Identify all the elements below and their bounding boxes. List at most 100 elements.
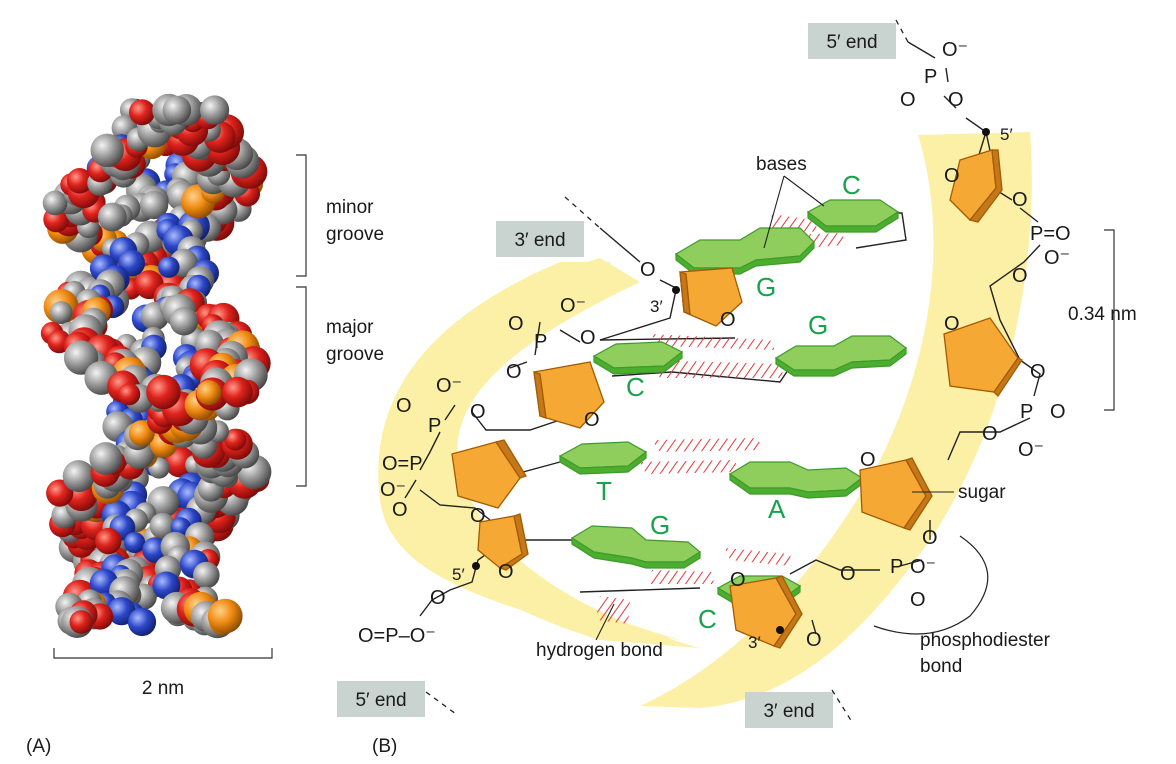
svg-text:O=P: O=P xyxy=(382,453,423,475)
atom-sphere xyxy=(200,95,230,125)
atom-sphere xyxy=(118,383,141,406)
atom-sphere xyxy=(50,301,73,324)
svg-text:O⁻: O⁻ xyxy=(1018,439,1044,461)
width-label: 2 nm xyxy=(142,678,184,699)
end-label-bottom-right: 3′ end xyxy=(745,692,833,728)
end-label-top-right: 5′ end xyxy=(808,23,896,59)
svg-text:P: P xyxy=(890,556,903,578)
atom-spheres xyxy=(40,93,272,639)
atom-sphere xyxy=(139,190,169,220)
base-c-top xyxy=(806,199,900,233)
svg-text:O: O xyxy=(720,309,736,331)
phosphodiester-label-line1: phosphodiester xyxy=(920,630,1051,651)
sugar-right-2 xyxy=(943,317,1023,398)
svg-text:P: P xyxy=(534,331,547,353)
backbone-bonds xyxy=(404,41,1041,635)
sugar-left-4 xyxy=(477,513,529,571)
rise-label: 0.34 nm xyxy=(1068,304,1137,325)
atom-sphere xyxy=(128,420,155,447)
svg-text:O: O xyxy=(806,629,822,651)
atom-sphere xyxy=(42,190,68,216)
base-g-upper xyxy=(674,227,815,275)
svg-text:O: O xyxy=(506,361,522,383)
three-prime-label-left: 3′ xyxy=(650,297,663,316)
atom-sphere xyxy=(193,561,220,589)
sugar-left-3 xyxy=(451,439,527,509)
svg-text:O⁻: O⁻ xyxy=(942,39,968,61)
svg-text:O: O xyxy=(640,259,656,281)
svg-text:P: P xyxy=(1020,401,1033,423)
panel-b-label: (B) xyxy=(372,736,397,757)
sugar-left-2 xyxy=(533,361,605,429)
svg-text:5′ end: 5′ end xyxy=(355,690,406,711)
svg-text:T: T xyxy=(596,476,612,506)
svg-text:O: O xyxy=(840,563,856,585)
atom-sphere xyxy=(129,99,155,126)
left-backbone-band-fill xyxy=(378,262,680,640)
svg-text:O⁻: O⁻ xyxy=(380,479,406,501)
svg-text:O: O xyxy=(1012,265,1028,287)
minor-groove-bracket xyxy=(296,154,307,277)
rise-bracket xyxy=(1104,229,1115,411)
width-bracket xyxy=(53,648,273,659)
hydrogen-bond-leader-line xyxy=(595,603,615,641)
atom-sphere xyxy=(89,442,123,475)
svg-text:C: C xyxy=(698,604,717,634)
atom-sphere xyxy=(66,168,93,194)
svg-text:C: C xyxy=(842,170,861,200)
svg-text:O: O xyxy=(860,449,876,471)
minor-groove-label-line1: minor xyxy=(326,197,374,218)
sugar-right-3 xyxy=(859,457,933,531)
sugar-right-1 xyxy=(949,149,1003,223)
svg-text:G: G xyxy=(650,510,670,540)
five-prime-label-left: 5′ xyxy=(452,565,465,584)
atom-sphere xyxy=(224,428,247,451)
svg-text:O⁻: O⁻ xyxy=(560,295,586,317)
svg-text:3′ end: 3′ end xyxy=(763,701,814,722)
atom-sphere xyxy=(95,527,122,555)
atom-sphere xyxy=(124,531,146,554)
svg-text:O: O xyxy=(922,527,938,549)
major-groove-label-line1: major xyxy=(326,317,374,338)
svg-text:C: C xyxy=(626,372,645,402)
right-backbone-band xyxy=(640,132,1032,708)
atom-sphere xyxy=(149,512,176,539)
svg-text:O: O xyxy=(508,313,524,335)
atom-sphere xyxy=(196,380,222,406)
five-prime-label-right: 5′ xyxy=(1000,125,1013,144)
sugar-label: sugar xyxy=(958,482,1006,503)
atom-sphere xyxy=(62,460,95,493)
svg-text:O: O xyxy=(730,569,746,591)
phosphodiester-label-line2: bond xyxy=(920,656,962,677)
minor-groove-label-line2: groove xyxy=(326,224,384,245)
panel-a-label: (A) xyxy=(26,736,51,757)
atom-sphere xyxy=(222,376,253,408)
sugar-left-1 xyxy=(679,267,743,327)
base-g-low xyxy=(570,525,702,569)
atom-sphere xyxy=(158,256,180,278)
svg-text:P: P xyxy=(428,415,441,437)
base-c-left xyxy=(592,341,684,375)
svg-text:O: O xyxy=(430,587,446,609)
svg-text:O: O xyxy=(498,561,514,583)
svg-text:O: O xyxy=(982,423,998,445)
svg-text:G: G xyxy=(756,272,776,302)
carbon-junction-dots xyxy=(472,128,990,634)
svg-text:O⁻: O⁻ xyxy=(910,556,936,578)
base-t xyxy=(558,441,648,475)
svg-text:O: O xyxy=(948,89,964,111)
svg-text:O: O xyxy=(910,589,926,611)
phosphodiester-bracket xyxy=(873,535,989,635)
svg-text:O=P–O⁻: O=P–O⁻ xyxy=(358,625,436,647)
svg-text:O: O xyxy=(900,89,916,111)
svg-text:O: O xyxy=(470,401,486,423)
atom-sphere xyxy=(97,202,127,232)
svg-text:O: O xyxy=(584,409,600,431)
svg-text:O: O xyxy=(944,313,960,335)
svg-text:5′ end: 5′ end xyxy=(826,32,877,53)
atom-sphere xyxy=(69,610,94,634)
svg-text:A: A xyxy=(768,494,786,524)
svg-text:O: O xyxy=(580,327,596,349)
svg-text:O: O xyxy=(470,505,486,527)
svg-text:3′ end: 3′ end xyxy=(514,230,565,251)
